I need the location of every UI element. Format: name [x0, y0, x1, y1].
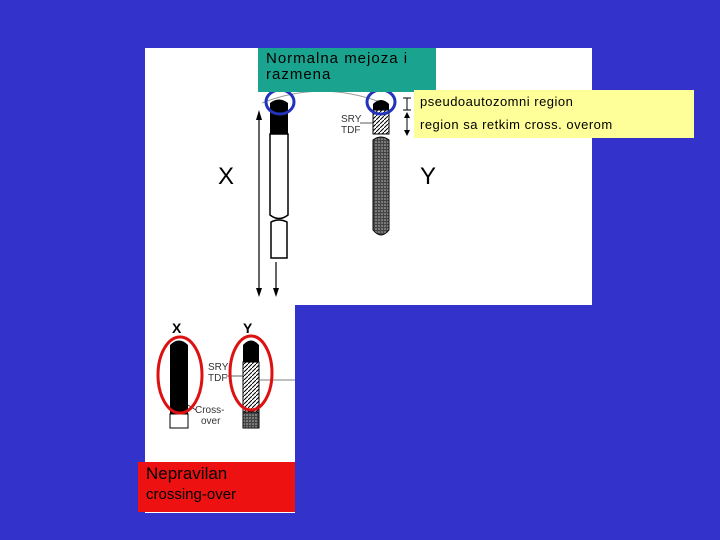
y-chromosome-letter: Y — [420, 163, 436, 191]
normal-label-line2: razmena — [266, 67, 436, 83]
tdf-label: TDF — [341, 125, 360, 136]
bottom-tdf-label: TDF — [208, 373, 227, 384]
x-chromosome-top — [270, 100, 288, 298]
x-chromosome-letter: X — [218, 163, 234, 191]
pseudoautosomal-label: pseudoautozomni region — [420, 94, 694, 117]
bottom-sry-label: SRY — [208, 362, 229, 373]
region-legend-box: pseudoautozomni region region sa retkim … — [414, 90, 694, 138]
rare-crossover-label: region sa retkim cross. overom — [420, 117, 694, 140]
normal-label-line1: Normalna mejoza i — [266, 51, 436, 67]
bad-label-line2: crossing-over — [146, 484, 295, 506]
y-chromosome-bottom — [243, 341, 259, 429]
x-length-arrow — [256, 110, 262, 297]
normal-meiosis-label: Normalna mejoza i razmena — [258, 48, 436, 92]
x-chromosome-bottom — [170, 341, 188, 429]
cross-label-line2: over — [201, 416, 221, 427]
y-chromosome-top — [373, 100, 389, 235]
bad-label-line1: Nepravilan — [146, 464, 295, 484]
sry-label: SRY — [341, 114, 362, 125]
pseudo-bracket — [403, 98, 411, 136]
bottom-y-letter: Y — [243, 320, 253, 336]
cross-label-line1: Cross- — [195, 405, 224, 416]
bottom-x-letter: X — [172, 320, 182, 336]
irregular-crossover-label: Nepravilan crossing-over — [138, 462, 295, 512]
